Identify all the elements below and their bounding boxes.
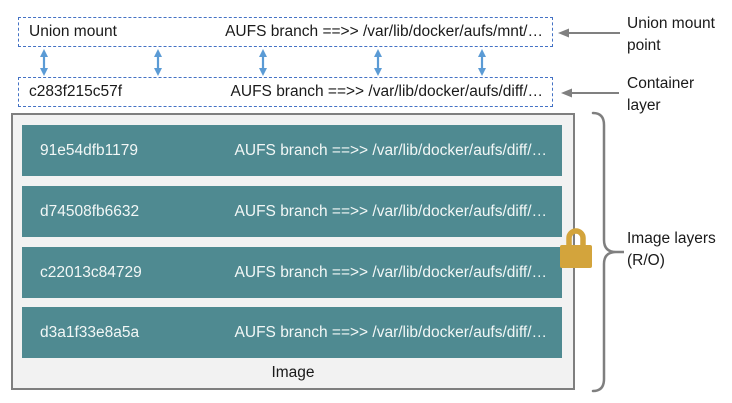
image-box-caption: Image xyxy=(271,364,315,381)
image-box: 91e54dfb1179 AUFS branch ==>> /var/lib/d… xyxy=(11,113,575,390)
image-layers-label: Image layers (R/O) xyxy=(627,230,716,269)
curly-brace-icon xyxy=(591,111,624,393)
layer-id: c22013c84729 xyxy=(40,263,142,281)
container-layer-branch-path: AUFS branch ==>> /var/lib/docker/aufs/di… xyxy=(230,83,543,100)
left-arrow-icon xyxy=(561,88,619,98)
union-mount-box: Union mount AUFS branch ==>> /var/lib/do… xyxy=(18,17,553,47)
union-mount-branch-path: AUFS branch ==>> /var/lib/docker/aufs/mn… xyxy=(225,23,543,40)
container-layer-label: Container layer xyxy=(627,75,695,114)
image-layer-row: d74508fb6632 AUFS branch ==>> /var/lib/d… xyxy=(22,186,562,237)
layer-id: 91e54dfb1179 xyxy=(40,141,138,159)
union-mount-title: Union mount xyxy=(29,23,117,40)
container-layer-box: c283f215c57f AUFS branch ==>> /var/lib/d… xyxy=(18,77,553,107)
sync-arrows-group xyxy=(40,49,486,76)
layer-id: d74508fb6632 xyxy=(40,202,140,220)
container-layer-id: c283f215c57f xyxy=(29,83,123,100)
image-layer-row: d3a1f33e8a5a AUFS branch ==>> /var/lib/d… xyxy=(22,307,562,358)
left-arrow-icon xyxy=(558,28,620,38)
double-arrow-icon xyxy=(40,49,486,76)
image-layer-row: 91e54dfb1179 AUFS branch ==>> /var/lib/d… xyxy=(22,125,562,176)
layer-branch-path: AUFS branch ==>> /var/lib/docker/aufs/di… xyxy=(234,141,547,159)
layer-branch-path: AUFS branch ==>> /var/lib/docker/aufs/di… xyxy=(234,323,547,341)
image-layer-row: c22013c84729 AUFS branch ==>> /var/lib/d… xyxy=(22,247,562,298)
union-mount-point-label: Union mount point xyxy=(627,15,715,54)
lock-icon xyxy=(560,228,592,268)
layer-branch-path: AUFS branch ==>> /var/lib/docker/aufs/di… xyxy=(234,202,547,220)
layer-branch-path: AUFS branch ==>> /var/lib/docker/aufs/di… xyxy=(234,263,547,281)
layer-id: d3a1f33e8a5a xyxy=(40,323,140,341)
